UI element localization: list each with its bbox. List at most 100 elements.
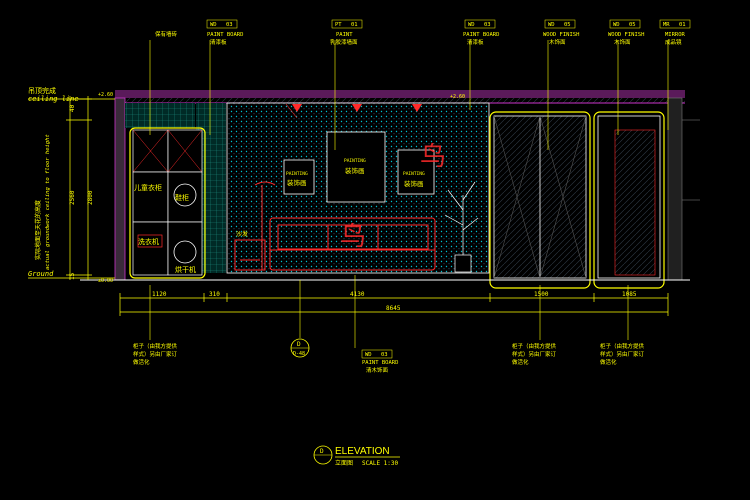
- svg-text:柜子（由我方提供: 柜子（由我方提供: [512, 342, 557, 350]
- svg-text:D: D: [297, 341, 301, 348]
- note-1: 柜子（由我方提供 样式）另由厂家订 做活化: [133, 342, 178, 366]
- painting-center-label: 装饰画: [345, 166, 365, 175]
- svg-text:PT: PT: [335, 22, 342, 28]
- note-2: WD 03 PAINT BOARD 清木饰面: [361, 349, 398, 374]
- ceiling-mark: +2.60: [450, 94, 465, 100]
- painting-left-label: 装饰画: [287, 178, 307, 187]
- svg-text:PAINT BOARD: PAINT BOARD: [207, 32, 243, 38]
- svg-text:木饰面: 木饰面: [549, 38, 566, 46]
- svg-text:05: 05: [564, 22, 571, 28]
- ceiling-level: +2.60: [98, 92, 113, 98]
- svg-text:乳胶漆墙面: 乳胶漆墙面: [330, 38, 358, 46]
- ceiling-label-en: ceiling line: [28, 95, 79, 103]
- wall-character-1: 鸟: [420, 142, 446, 172]
- callout-2: WD 03 PAINT BOARD 清漆板: [206, 19, 243, 46]
- painting-center: [326, 131, 386, 203]
- callout-7: MR 01 MIRROR 成品镜: [659, 19, 691, 46]
- svg-text:清漆板: 清漆板: [210, 38, 227, 46]
- mirror-cabinet: [593, 111, 665, 289]
- svg-text:保有墙砖: 保有墙砖: [155, 30, 178, 38]
- svg-text:清漆板: 清漆板: [467, 38, 484, 46]
- wardrobe: [489, 111, 591, 289]
- svg-text:D-48: D-48: [293, 351, 305, 357]
- height-label-cn: 实际地面至天花的高度: [34, 200, 42, 260]
- dim-15: 15: [69, 272, 76, 280]
- left-cabinet: [129, 127, 206, 279]
- height-label-en: actual groundwork ceiling to floor heigh…: [45, 134, 51, 270]
- painting-right-word: PAINTING: [403, 171, 425, 177]
- painting-right-label: 装饰画: [404, 179, 424, 188]
- svg-text:WD: WD: [613, 22, 620, 28]
- svg-text:MR: MR: [663, 22, 670, 28]
- svg-text:成品镜: 成品镜: [665, 38, 682, 46]
- svg-text:柜子（由我方提供: 柜子（由我方提供: [133, 342, 178, 350]
- vertical-dimensions: [66, 96, 92, 280]
- dim-1500: 1500: [534, 291, 549, 298]
- title-heading: ELEVATION: [335, 446, 390, 457]
- callout-4: WD 03 PAINT BOARD 清漆板: [463, 19, 499, 46]
- callout-3: PT 01 PAINT 乳胶漆墙面: [330, 19, 363, 46]
- horizontal-dimensions: [119, 293, 669, 316]
- svg-text:05: 05: [629, 22, 636, 28]
- painting-center-word: PAINTING: [344, 158, 366, 164]
- base-cabinet-label: 洗衣机: [138, 237, 159, 246]
- svg-text:做活化: 做活化: [133, 358, 150, 366]
- ground-level: ±0.00: [98, 278, 113, 284]
- ground-label: Ground: [28, 270, 54, 278]
- title-block: D ELEVATION 立面图 SCALE 1:30: [313, 445, 400, 467]
- dim-1120: 1120: [152, 291, 167, 298]
- dim-2800: 2800: [87, 190, 94, 205]
- callout-leaders: [149, 40, 669, 150]
- dim-total: 8645: [386, 305, 401, 312]
- plant: [444, 181, 479, 273]
- note-4: 柜子（由我方提供 样式）另由厂家订 做活化: [600, 342, 645, 366]
- section-marker: D D-48: [290, 338, 310, 358]
- svg-text:03: 03: [484, 22, 491, 28]
- svg-text:03: 03: [381, 352, 388, 358]
- sofa-label: 沙发: [236, 230, 248, 238]
- callout-5: WD 05 WOOD FINISH 木饰面: [543, 19, 579, 46]
- callout-1: 保有墙砖: [155, 30, 178, 38]
- title-number: D: [320, 448, 324, 455]
- dim-4130: 4130: [350, 291, 365, 298]
- ceiling-slab: [115, 90, 685, 104]
- dryer-label: 烘干机: [175, 265, 196, 274]
- svg-text:03: 03: [226, 22, 233, 28]
- sofa: [269, 217, 436, 271]
- painting-left: [283, 159, 315, 195]
- dim-310: 310: [209, 291, 220, 298]
- dim-40: 40: [69, 104, 76, 112]
- svg-text:样式）另由厂家订: 样式）另由厂家订: [600, 350, 645, 358]
- wall-character-2: 鸟: [340, 222, 366, 252]
- svg-text:WD: WD: [468, 22, 475, 28]
- bottom-leaders: [149, 275, 629, 348]
- svg-text:做活化: 做活化: [600, 358, 617, 366]
- callout-6: WD 05 WOOD FINISH 木饰面: [608, 19, 644, 46]
- svg-text:MIRROR: MIRROR: [665, 32, 686, 38]
- title-subtitle: 立面图: [335, 459, 353, 467]
- svg-text:WOOD FINISH: WOOD FINISH: [608, 32, 644, 38]
- floor-lamp: [234, 181, 276, 271]
- dim-1085: 1085: [622, 291, 637, 298]
- svg-text:样式）另由厂家订: 样式）另由厂家订: [133, 350, 178, 358]
- svg-text:01: 01: [351, 22, 358, 28]
- svg-text:清木饰面: 清木饰面: [366, 366, 389, 374]
- svg-text:WOOD FINISH: WOOD FINISH: [543, 32, 579, 38]
- svg-text:木饰面: 木饰面: [614, 38, 631, 46]
- title-scale: SCALE 1:30: [362, 460, 399, 467]
- svg-text:WD: WD: [548, 22, 555, 28]
- svg-text:柜子（由我方提供: 柜子（由我方提供: [600, 342, 645, 350]
- svg-text:WD: WD: [210, 22, 217, 28]
- dim-2560: 2560: [69, 190, 76, 205]
- svg-text:01: 01: [679, 22, 686, 28]
- svg-text:PAINT BOARD: PAINT BOARD: [362, 360, 398, 366]
- kids-wardrobe-label: 儿童衣柜: [134, 183, 162, 192]
- note-3: 柜子（由我方提供 样式）另由厂家订 做活化: [512, 342, 557, 366]
- right-wall: [667, 97, 700, 281]
- wall-calligraphy: 鸟 鸟: [340, 142, 446, 252]
- svg-text:样式）另由厂家订: 样式）另由厂家订: [512, 350, 557, 358]
- cabinet-label: 鞋柜: [175, 193, 189, 202]
- svg-text:做活化: 做活化: [512, 358, 529, 366]
- wall-tiles: [125, 103, 195, 128]
